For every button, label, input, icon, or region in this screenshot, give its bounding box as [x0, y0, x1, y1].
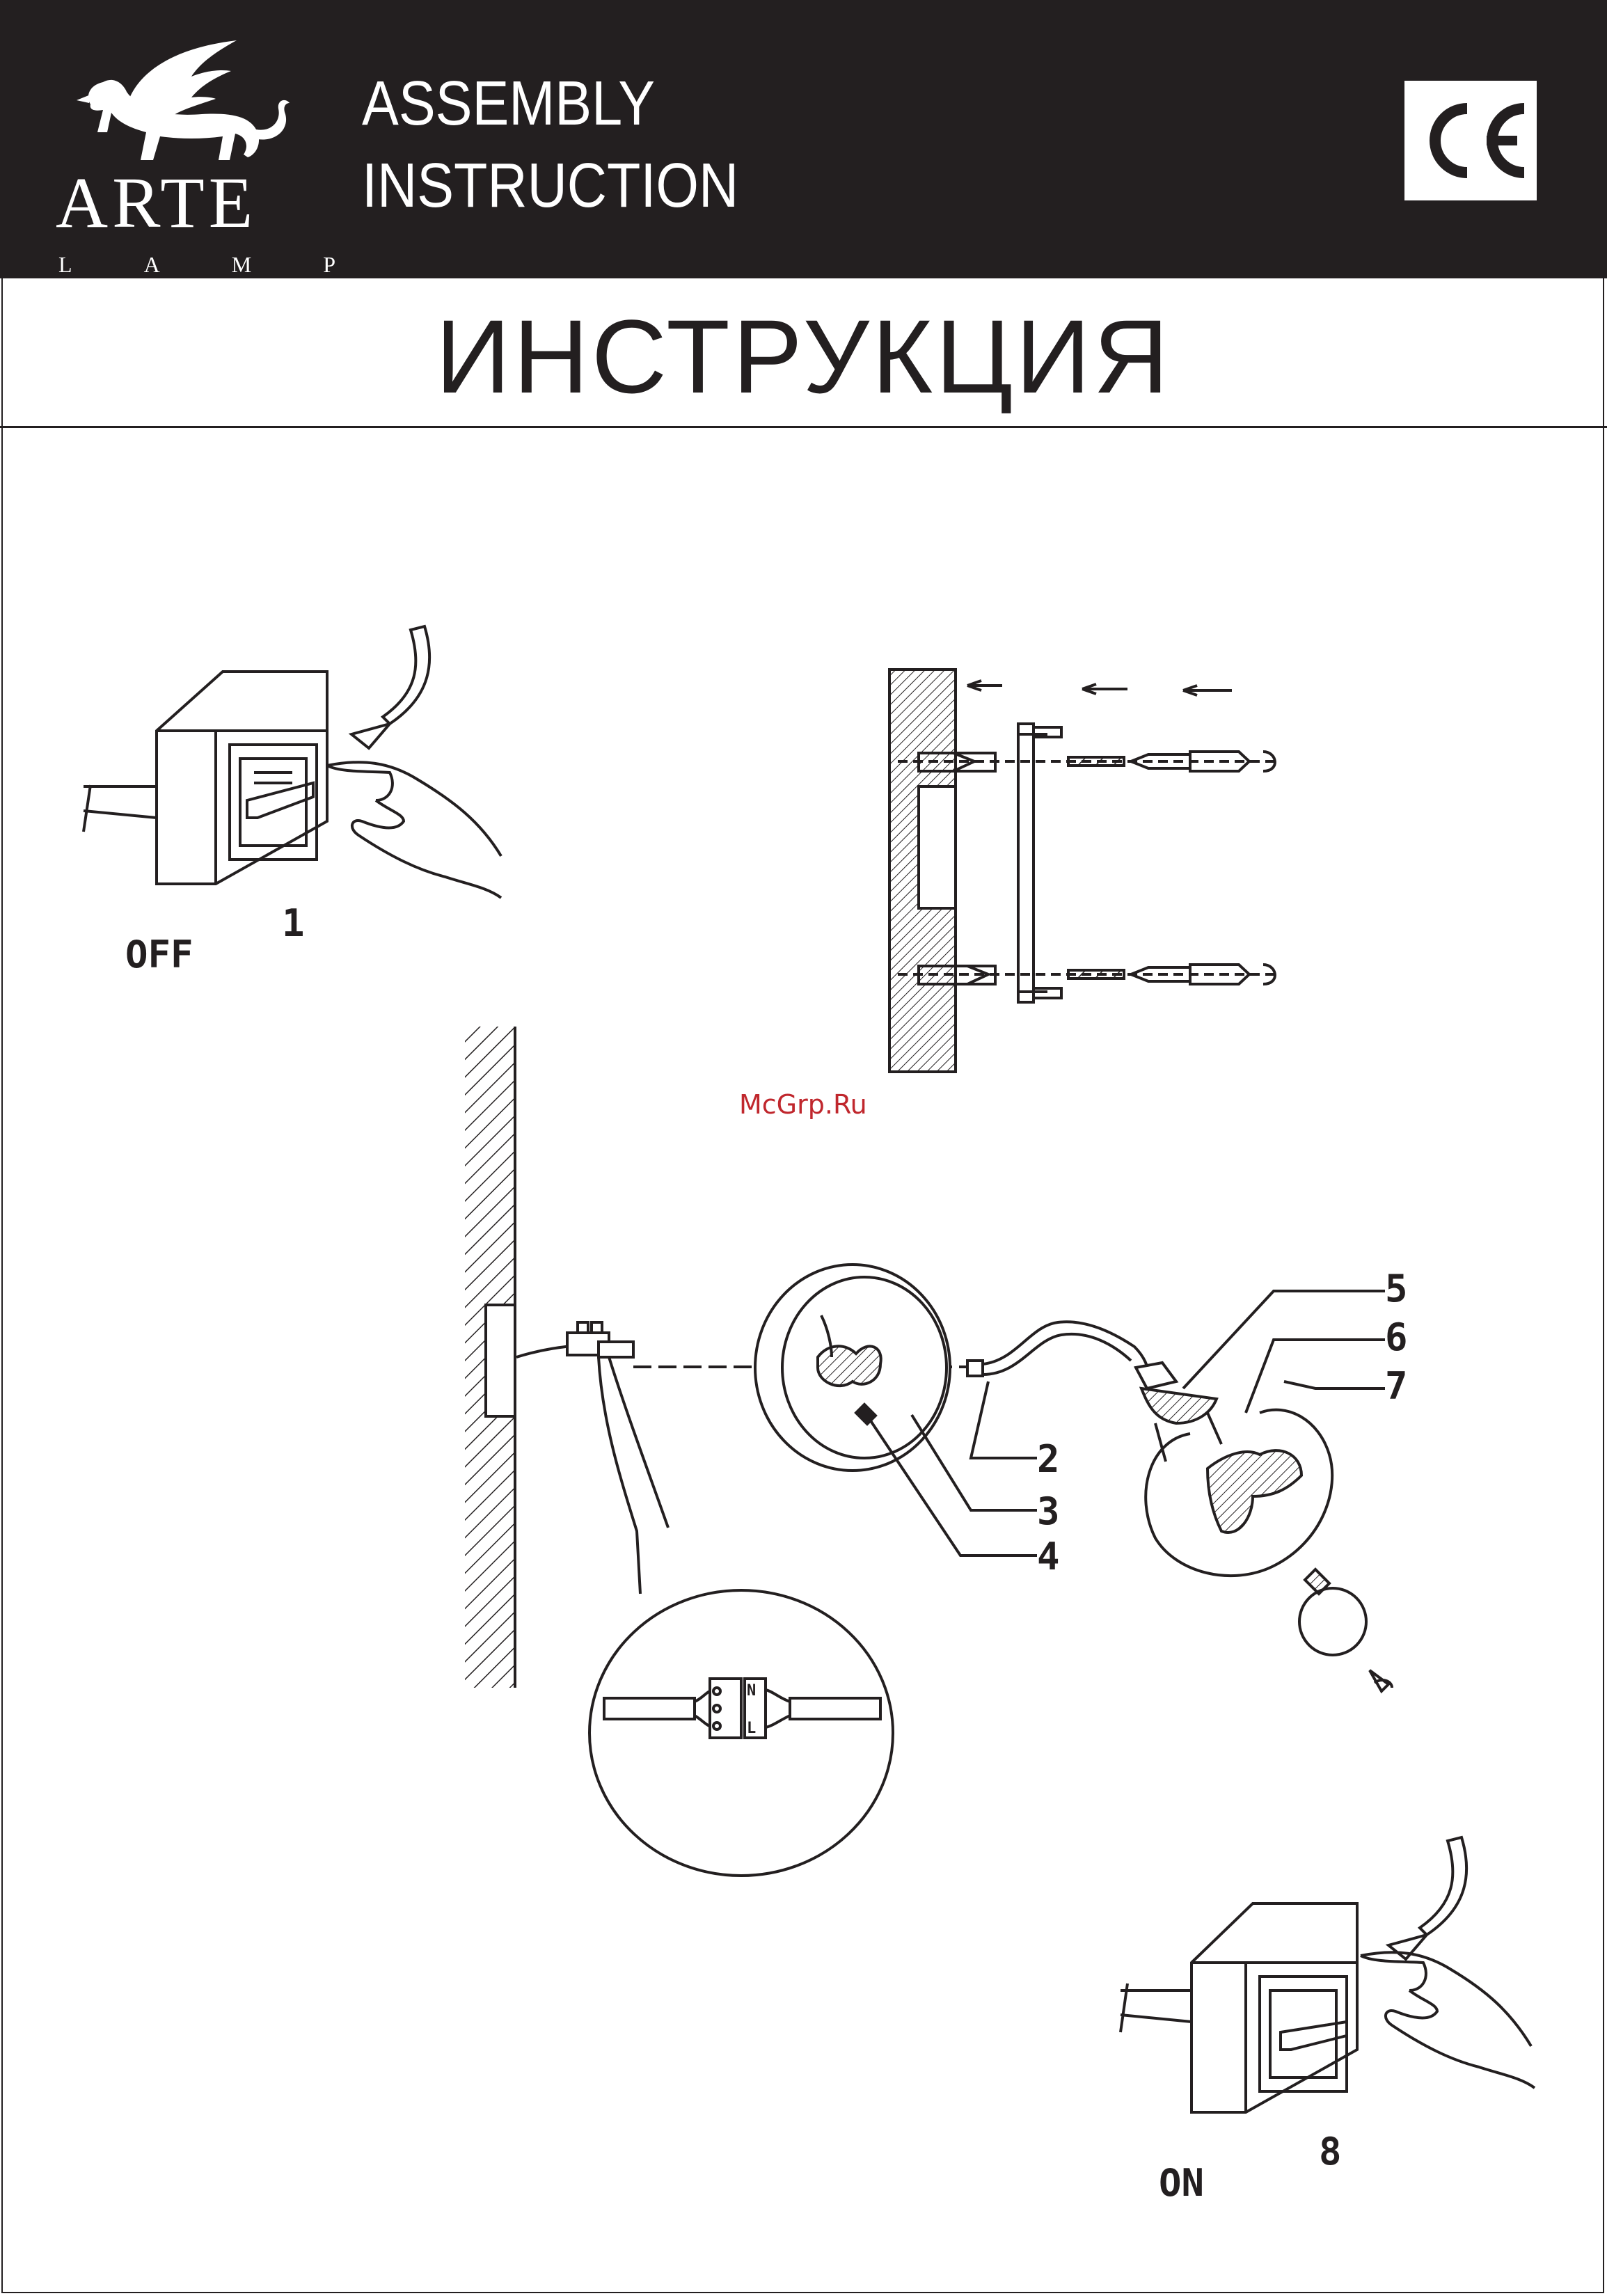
- switch-on-illustration: [1121, 1837, 1535, 2112]
- watermark-text: McGrp.Ru: [739, 1089, 867, 1120]
- step-1-number: 1: [282, 901, 305, 945]
- step-1-state: OFF: [125, 933, 193, 976]
- connector-label-n: N: [747, 1682, 756, 1700]
- fixture-assembly-illustration: [465, 1027, 1392, 1876]
- hand-icon: [1361, 1952, 1535, 2088]
- curved-arrow-icon: [351, 626, 429, 748]
- switch-off-illustration: [84, 626, 501, 898]
- part-number-6: 6: [1385, 1315, 1408, 1359]
- light-switch-icon: [84, 672, 327, 884]
- step-8-state: ON: [1159, 2161, 1204, 2205]
- connector-label-l: L: [747, 1720, 756, 1737]
- part-number-4: 4: [1037, 1535, 1060, 1578]
- part-number-7: 7: [1385, 1364, 1408, 1408]
- bracket-mounting-illustration: [889, 670, 1275, 1072]
- part-number-2: 2: [1037, 1437, 1060, 1481]
- light-switch-icon: [1121, 1903, 1357, 2112]
- curved-arrow-icon: [1388, 1837, 1466, 1959]
- step-8-number: 8: [1319, 2130, 1342, 2174]
- hand-icon: [327, 762, 501, 898]
- part-number-5: 5: [1385, 1267, 1408, 1311]
- part-number-3: 3: [1037, 1489, 1060, 1533]
